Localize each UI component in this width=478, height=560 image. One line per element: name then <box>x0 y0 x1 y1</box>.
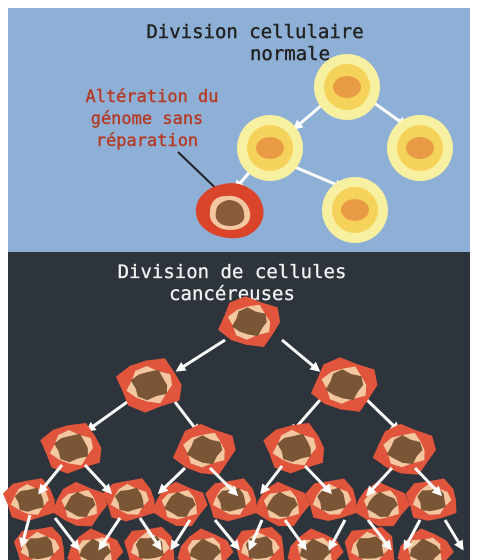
arrow-l3-5 <box>260 465 284 495</box>
cancer-title-line2: cancéreuses <box>169 283 295 305</box>
arrow-c-root-left <box>175 338 226 372</box>
cancer-cell-l2-4 <box>372 423 436 475</box>
arrow-root-right <box>369 98 408 127</box>
arrow-l4-9 <box>328 519 347 551</box>
normal-title-line1: Division cellulaire <box>146 21 363 43</box>
cancer-cell-l3-3 <box>103 478 155 522</box>
cancer-cell-l4-1 <box>13 526 65 560</box>
healthy-cell-mid <box>237 115 303 181</box>
arrow-l3-7 <box>365 466 394 497</box>
cancer-cell-l2-2 <box>172 423 236 475</box>
cancer-cell-l4-3 <box>124 526 175 560</box>
altered-cell <box>195 183 264 239</box>
alteration-label-line3: réparation <box>96 131 198 151</box>
arrow-l4-8 <box>283 519 307 551</box>
arrow-l3-1 <box>38 464 64 495</box>
cancer-cell-l1-left <box>115 358 182 413</box>
arrow-l4-10 <box>366 519 392 551</box>
arrow-l4-1 <box>18 514 32 548</box>
cancer-cell-l4-4 <box>177 528 234 560</box>
healthy-cell-right <box>387 115 453 181</box>
arrow-l4-3 <box>98 517 122 551</box>
cancer-cell-l4-6 <box>287 528 344 560</box>
arrow-root-left <box>292 102 324 130</box>
cancer-title-line1: Division de cellules <box>118 261 347 283</box>
arrow-c-r-right <box>363 396 401 433</box>
arrow-l3-3 <box>157 466 187 495</box>
alteration-label-line2: génome sans <box>91 109 204 129</box>
normal-title-line2: normale <box>250 43 330 65</box>
cancer-cell-root <box>218 296 281 347</box>
cancer-cell-l3-4 <box>152 481 208 527</box>
arrow-l3-2 <box>83 463 113 495</box>
healthy-cell-bottom <box>322 177 388 243</box>
arrow-l4-7 <box>248 519 264 551</box>
arrow-l4-6 <box>213 519 240 551</box>
cancer-cell-l3-7 <box>305 478 357 521</box>
arrow-l4-4 <box>138 517 162 551</box>
arrow-l4-2 <box>53 517 80 551</box>
healthy-cell-root <box>314 54 380 120</box>
cancer-cell-l3-8 <box>354 481 410 527</box>
arrow-mid-right <box>289 163 345 189</box>
cancer-arrows-level4 <box>18 514 464 551</box>
cancer-cells-group <box>2 296 457 560</box>
cancer-cell-l3-6 <box>254 481 310 527</box>
arrow-l3-6 <box>303 464 333 495</box>
cancer-cell-l1-right <box>310 357 378 412</box>
arrow-l3-4 <box>208 466 239 497</box>
cancer-cell-l4-5 <box>234 526 285 560</box>
arrow-l3-8 <box>413 466 443 497</box>
cancer-cell-l3-5 <box>205 478 257 522</box>
cancer-cell-l4-7 <box>344 527 395 560</box>
arrow-l4-11 <box>403 519 422 551</box>
alteration-label-line1: Altération du <box>85 87 218 107</box>
cancer-arrows-level1 <box>175 338 321 372</box>
arrow-l4-5 <box>170 519 192 551</box>
arrow-c-l-left <box>85 398 131 432</box>
cancer-cell-l3-2 <box>52 481 108 527</box>
cancer-cell-l2-1 <box>40 423 102 474</box>
cancer-arrows-level3 <box>38 463 443 497</box>
arrow-c-root-right <box>281 338 321 372</box>
cancer-cell-l2-3 <box>263 422 325 474</box>
arrow-l4-12 <box>443 519 464 551</box>
